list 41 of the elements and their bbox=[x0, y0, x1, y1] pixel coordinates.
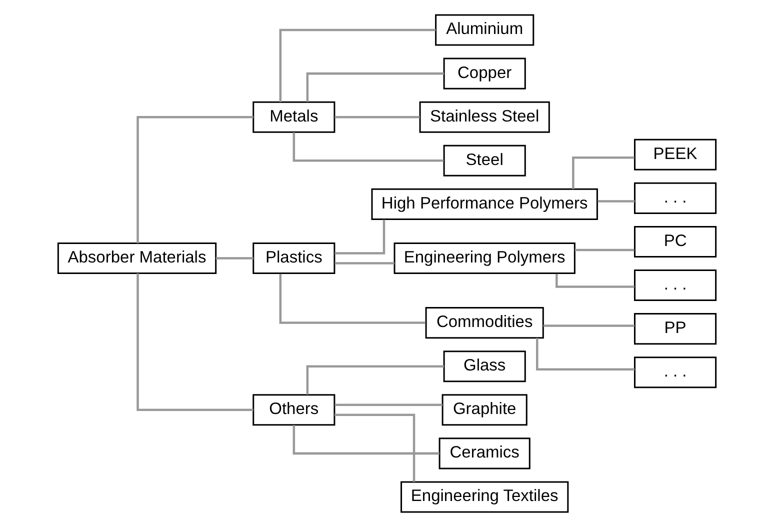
connector bbox=[334, 413, 415, 482]
node-box: . . . bbox=[634, 356, 716, 388]
node-box: Glass bbox=[442, 350, 526, 382]
node-box: Steel bbox=[442, 144, 526, 176]
node-box: PEEK bbox=[634, 138, 716, 170]
node-box: Commodities bbox=[424, 306, 544, 338]
node-box: Copper bbox=[442, 57, 526, 89]
node-box: Graphite bbox=[441, 394, 527, 426]
connector bbox=[334, 403, 442, 406]
connector bbox=[542, 324, 634, 326]
node-box: Plastics bbox=[252, 242, 335, 274]
connector bbox=[334, 262, 394, 264]
node-box: Engineering Polymers bbox=[393, 242, 575, 274]
connector bbox=[536, 338, 634, 370]
connector bbox=[555, 273, 634, 288]
node-box: PC bbox=[634, 225, 716, 257]
connector bbox=[292, 424, 439, 454]
node-box: Stainless Steel bbox=[418, 100, 550, 132]
connector bbox=[306, 72, 444, 102]
connector bbox=[334, 219, 385, 254]
connector bbox=[292, 132, 444, 162]
node-box: Metals bbox=[252, 100, 335, 132]
node-box: Absorber Materials bbox=[56, 242, 216, 274]
connector bbox=[334, 115, 420, 118]
connector bbox=[574, 248, 634, 251]
node-box: Others bbox=[252, 394, 335, 426]
node-box: . . . bbox=[634, 182, 716, 214]
connector bbox=[572, 156, 634, 188]
node-box: Engineering Textiles bbox=[400, 480, 568, 512]
node-box: PP bbox=[634, 312, 716, 344]
connector bbox=[136, 272, 253, 411]
connector bbox=[306, 364, 444, 394]
connector bbox=[136, 115, 253, 243]
node-box: . . . bbox=[634, 269, 716, 301]
connector bbox=[597, 200, 634, 202]
node-box: High Performance Polymers bbox=[370, 188, 598, 220]
connector bbox=[215, 256, 253, 259]
node-box: Ceramics bbox=[438, 437, 530, 469]
connector bbox=[278, 28, 436, 102]
node-box: Aluminium bbox=[434, 14, 534, 46]
connector bbox=[278, 273, 426, 324]
